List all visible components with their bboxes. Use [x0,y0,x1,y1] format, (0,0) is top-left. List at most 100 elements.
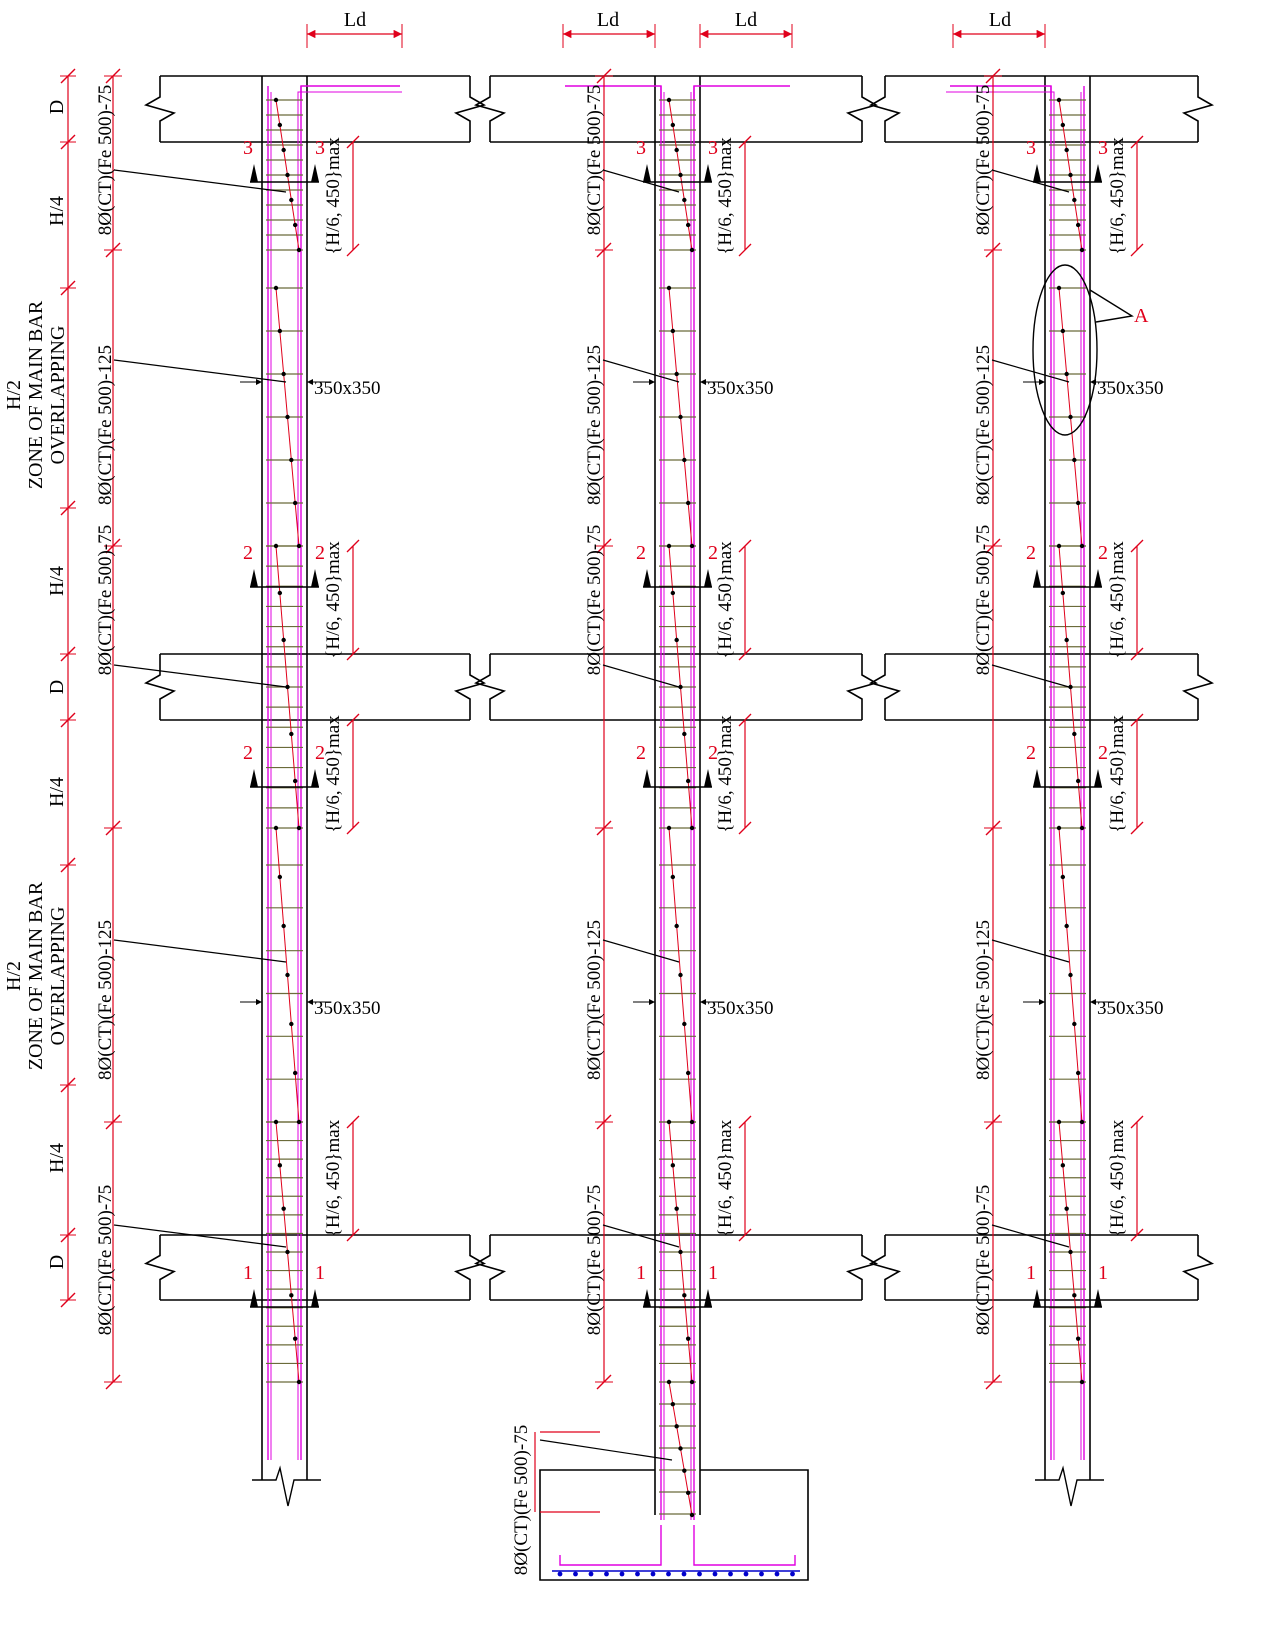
section-num-l-0-2: 2 [243,742,253,764]
spacing-tick-b-2-0 [1130,243,1144,257]
tie-dot-2-4-1 [1060,1163,1066,1168]
footing-bar-dot-15 [790,1571,795,1577]
tie-leader-2-2 [991,664,1070,688]
tie-dot-0-1-1 [277,328,283,334]
tie-dot-0-3-6 [296,1119,302,1125]
tie-dot-2-0-3 [1068,172,1073,178]
tie-label-2-0: 8Ø(CT)(Fe 500)-75 [973,85,994,235]
tie-leader-0-2 [113,664,287,688]
section-arrow-l-0-3 [250,1289,258,1307]
beam-outlines [143,75,1215,1301]
beam-break-1-0-0 [143,654,177,720]
beam-break-1-2-0 [868,654,902,720]
tie-dot-2-4-3 [1068,1249,1073,1255]
tie-dot-1-0-0 [666,97,672,103]
detail-a-label: A [1134,305,1149,327]
footing-leader [539,1439,673,1461]
zone-overlap-1a: ZONE OF MAIN BAR [25,300,47,489]
tie-dot-1-2-2 [674,637,679,643]
tie-dot-2-2-2 [1064,637,1069,643]
spacing-tick-b-1-0 [738,243,752,257]
tie-dot-1-2-5 [685,778,691,784]
section-arrow-l-1-3 [643,1289,651,1307]
tie-dot-1-2-4 [682,731,687,737]
footing-bar-dot-6 [650,1571,656,1577]
section-arrow-r-2-3 [1094,1289,1102,1307]
ld-label-4: Ld [989,9,1011,31]
tie-label-2-3: 8Ø(CT)(Fe 500)-125 [973,920,994,1080]
spacing-max-label-1-3: {H/6, 450}max [715,1119,736,1237]
section-arrow-r-1-2 [704,769,712,787]
section-arrow-l-2-0 [1033,164,1041,182]
tie-dot-0-4-3 [285,1249,290,1255]
tie-dot-0-0-0 [273,97,279,103]
spacing-tick-a-1-2 [738,713,752,727]
section-num-r-1-2: 2 [708,742,718,764]
tie-dot-1-1-5 [685,500,691,506]
ld-label-3: Ld [735,9,757,31]
tie-dot-2-3-5 [1075,1070,1081,1076]
tie-dot-2-2-0 [1056,543,1062,549]
zone-h4-3: H/4 [46,777,68,807]
tie-dot-1-3-2 [674,923,679,929]
spacing-tick-a-2-1 [1130,539,1144,553]
tie-dot-0-4-6 [296,1379,302,1385]
tie-dot-0-1-0 [273,285,279,291]
beam-break-2-1-0 [473,1235,507,1300]
tie-label-1-0: 8Ø(CT)(Fe 500)-75 [584,85,605,235]
zone-d-mid: D [46,680,68,694]
ld-label-2: Ld [597,9,619,31]
spacing-tick-b-1-2 [738,821,752,835]
tie-dot-2-1-1 [1060,328,1066,334]
tie-dot-2-2-1 [1060,590,1066,596]
spacing-max-label-1-0: {H/6, 450}max [715,137,736,255]
tie-dot-1-3-4 [682,1021,687,1027]
tie-dot-0-3-0 [273,825,279,831]
tie-dot-0-2-1 [277,590,283,596]
spacing-tick-b-2-2 [1130,821,1144,835]
beam-break-0-2-1 [1181,76,1215,142]
tie-leader-0-4 [113,1224,287,1248]
section-arrow-l-1-2 [643,769,651,787]
column-size-label-0-b: 350x350 [314,998,381,1019]
spacing-tick-a-1-0 [738,135,752,149]
zone-overlap-2b: OVERLAPPING [47,907,69,1046]
text-labels: Ld Ld Ld Ld D H/4 H/2 ZONE OF MAIN BAR O… [3,9,1011,1269]
spacing-tick-a-0-1 [346,539,360,553]
column-size-label-1-b: 350x350 [707,998,774,1019]
tie-dot-1-0-3 [678,172,683,178]
tie-dot-1-1-2 [674,371,679,377]
zone-d-bottom: D [46,1255,68,1269]
tie-dot-0-3-4 [289,1021,294,1027]
tie-label-1-1: 8Ø(CT)(Fe 500)-125 [584,345,605,505]
column-size-label-2-b: 350x350 [1097,998,1164,1019]
tie-dot-1-1-4 [682,457,687,463]
section-num-r-2-0: 3 [1098,137,1108,159]
spacing-tick-a-2-3 [1130,1115,1144,1129]
column-outlines [252,76,1104,1515]
tie-dot-0-2-3 [285,684,290,690]
zone-h4-1: H/4 [46,196,68,226]
tie-dot-1-3-0 [666,825,672,831]
tie-label-1-4: 8Ø(CT)(Fe 500)-75 [584,1185,605,1335]
rebar-1-top-bend-l [565,85,662,100]
tie-dot-1-4-3 [678,1249,683,1255]
spacing-max-label-0-3: {H/6, 450}max [323,1119,344,1237]
tie-dot-1-5-2 [674,1424,679,1429]
tie-dot-0-1-5 [292,500,298,506]
column-ties [266,97,1086,1518]
tie-leader-0-0 [113,169,287,193]
tie-dot-1-3-5 [685,1070,691,1076]
tie-dot-0-3-2 [281,923,286,929]
tie-dot-0-0-1 [277,122,283,128]
tie-dot-1-4-1 [670,1163,676,1168]
footing-bar-dot-10 [712,1571,718,1577]
spacing-tick-b-2-1 [1130,647,1144,661]
tie-dot-0-0-3 [285,172,290,178]
tie-dot-0-2-0 [273,543,279,549]
tie-dot-1-3-1 [670,874,676,880]
column-size-label-0-a: 350x350 [314,378,381,399]
tie-label-1-3: 8Ø(CT)(Fe 500)-125 [584,920,605,1080]
footing-bar-dot-14 [774,1571,780,1577]
section-arrow-l-1-1 [643,569,651,587]
